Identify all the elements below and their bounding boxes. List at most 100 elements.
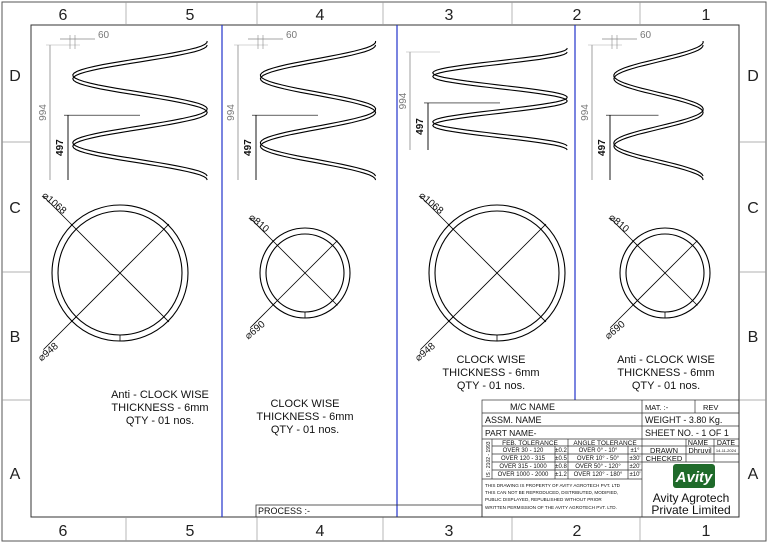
ring-diagonal-2 [70, 223, 170, 323]
half-height-dimension-label: 497 [415, 118, 426, 135]
ring-diagonal-2 [447, 223, 547, 323]
zone-col-1-bottom: 1 [702, 523, 711, 540]
height-dimension-label: 994 [38, 104, 49, 121]
helix-outer-edge [72, 44, 208, 181]
inner-diameter-label: ⌀690 [243, 319, 268, 342]
helix-inner-edge [613, 41, 704, 177]
checked-label: CHECKED [646, 454, 683, 463]
company-name-line-1: Avity Agrotech [653, 491, 730, 505]
outer-diameter-leader [420, 196, 450, 226]
height-dimension-label: 994 [580, 104, 591, 121]
zone-row-a-right: A [748, 466, 759, 483]
weight-value: WEIGHT - 3.80 Kg. [645, 415, 722, 425]
helix-inner-edge [72, 40, 208, 177]
view-2-note-qty: QTY - 01 nos. [271, 424, 339, 436]
inner-diameter-label: ⌀948 [413, 341, 438, 364]
revision-label: REV [703, 403, 718, 412]
zone-row-b-right: B [748, 329, 759, 346]
view-3-note-qty: QTY - 01 nos. [457, 380, 525, 392]
zone-col-2-top: 2 [573, 7, 582, 24]
inner-diameter-label: ⌀690 [603, 319, 628, 342]
view-2-note-direction: CLOCK WISE [270, 398, 339, 410]
zone-col-3-bottom: 3 [445, 523, 454, 540]
pitch-dimension-label: 60 [286, 30, 298, 41]
helix-inner-edge [432, 47, 568, 147]
half-height-dimension-label: 497 [597, 139, 608, 156]
outer-diameter-label: ⌀810 [246, 212, 271, 235]
helix-outer-edge [259, 44, 377, 181]
view-4-note-thickness: THICKNESS - 6mm [617, 367, 714, 379]
disclaimer-line-1: THIS DRAWING IS PROPERTY OF AVITY AGROTE… [485, 483, 621, 488]
zone-col-5-top: 5 [186, 7, 195, 24]
angle-tolerance-value: ±1° [630, 448, 640, 454]
view-separators [221, 25, 576, 517]
fab-tolerance-range: OVER 120 - 315 [501, 456, 546, 462]
angle-tolerance-value: ±10' [629, 472, 640, 478]
inner-diameter-leader [249, 301, 277, 329]
angle-tolerance-value: ±20' [629, 464, 640, 470]
view-1-note-qty: QTY - 01 nos. [126, 415, 194, 427]
drawn-by-name: Dhruvil [688, 446, 712, 455]
title-block-text: M/C NAME ASSM. NAME PART NAME- MAT. :- R… [485, 402, 737, 510]
outer-diameter-label: ⌀1068 [39, 190, 68, 217]
fab-tolerance-range: OVER 1000 - 2000 [498, 472, 549, 478]
drawn-date: 14-11-2024 [716, 448, 737, 453]
zone-col-6-bottom: 6 [59, 523, 68, 540]
fab-tolerance-range: OVER 315 - 1000 [499, 464, 547, 470]
outer-diameter-label: ⌀810 [606, 212, 631, 235]
ring-diagonal-2 [272, 240, 338, 306]
date-header: DATE [717, 440, 735, 447]
zone-col-1-top: 1 [702, 7, 711, 24]
outer-diameter-leader [249, 217, 274, 242]
company-name-line-2: Private Limited [651, 503, 730, 517]
half-height-dimension-label: 497 [55, 139, 66, 156]
angle-tolerance-header: ANGLE TOLERANCE [573, 440, 637, 447]
view-3-note-direction: CLOCK WISE [456, 354, 525, 366]
inner-diameter-leader [609, 301, 637, 329]
ring-diagonal-2 [632, 240, 698, 306]
inner-diameter-leader [420, 316, 454, 350]
view-2-note-thickness: THICKNESS - 6mm [256, 411, 353, 423]
zone-row-c-right: C [747, 200, 759, 217]
tolerance-standard: IS : 2102 - 1993 [486, 441, 492, 477]
process-label: PROCESS :- [258, 506, 310, 516]
drawn-label: DRAWN [650, 446, 678, 455]
half-height-dimension-label: 497 [243, 139, 254, 156]
zone-row-d-left: D [9, 68, 21, 85]
angle-tolerance-range: OVER 120° - 180° [574, 472, 623, 478]
inner-diameter-leader [43, 316, 77, 350]
mc-name-label: M/C NAME [510, 402, 555, 412]
ring-view-3: ⌀1068 ⌀948 [413, 190, 566, 364]
zone-col-3-top: 3 [445, 7, 454, 24]
part-name-label: PART NAME- [485, 428, 537, 438]
zone-col-2-bottom: 2 [573, 523, 582, 540]
angle-tolerance-range: OVER 0° - 10° [579, 448, 618, 454]
material-label: MAT. :- [645, 403, 669, 412]
name-header: NAME [688, 440, 709, 447]
angle-tolerance-value: ±30' [629, 456, 640, 462]
view-3-note-thickness: THICKNESS - 6mm [442, 367, 539, 379]
outer-diameter-label: ⌀1068 [416, 190, 445, 217]
inner-diameter-label: ⌀948 [36, 341, 61, 364]
zone-row-c-left: C [9, 200, 21, 217]
zone-col-4-top: 4 [316, 7, 325, 24]
ring-views: ⌀1068 ⌀948 ⌀810 ⌀690 ⌀1068 ⌀948 ⌀810 ⌀690 [36, 190, 711, 364]
avity-logo: Avity [673, 464, 715, 488]
fab-tolerance-value: ±0.8 [555, 464, 567, 470]
helix-view-3: 994 497 [398, 47, 568, 151]
angle-tolerance-range: OVER 50° - 120° [575, 464, 621, 470]
fab-tolerance-value: ±0.2 [555, 448, 567, 454]
height-dimension-label: 994 [398, 92, 409, 109]
helix-inner-edge [259, 40, 377, 177]
zone-col-4-bottom: 4 [316, 523, 325, 540]
fab-tolerance-range: OVER 30 - 120 [503, 448, 544, 454]
angle-tolerance-range: OVER 10° - 50° [577, 456, 620, 462]
helix-outer-edge [613, 44, 704, 181]
view-1-note-direction: Anti - CLOCK WISE [111, 389, 209, 401]
helix-outer-edge [432, 51, 568, 151]
